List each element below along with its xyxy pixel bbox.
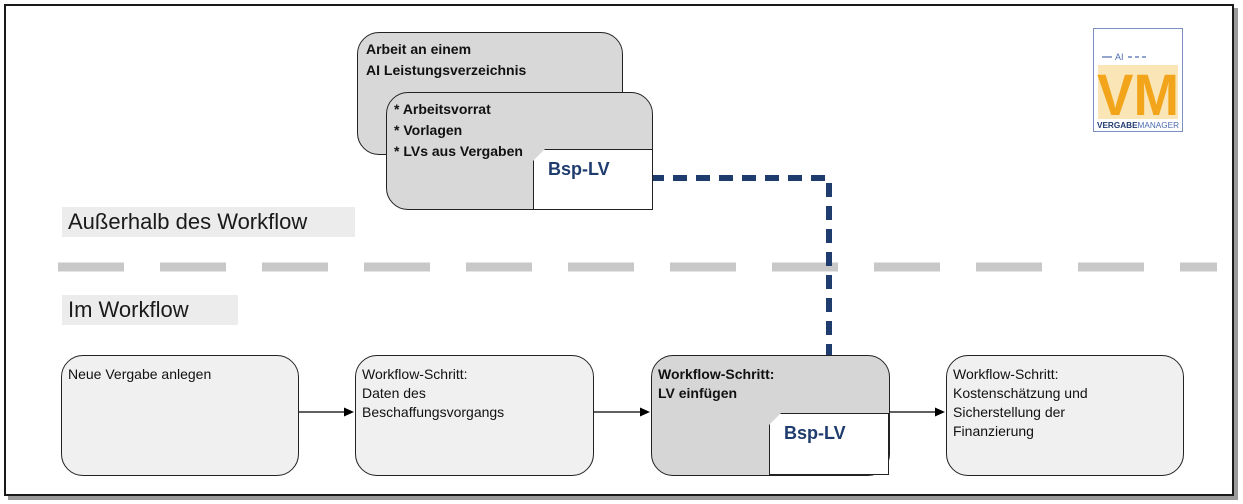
logo-wordmark-vergabe: VERGABE	[1097, 121, 1138, 130]
step-cost-estimate-text: Workflow-Schritt: Kostenschätzung und Si…	[953, 366, 1088, 439]
bsp-lv-label-top: Bsp-LV	[548, 159, 610, 179]
step-new-award-text: Neue Vergabe anlegen	[68, 366, 212, 382]
step-new-award[interactable]: Neue Vergabe anlegen	[61, 355, 299, 476]
svg-text:VERGABEMANAGER: VERGABEMANAGER	[1097, 121, 1179, 130]
label-outside-workflow: Außerhalb des Workflow	[62, 207, 355, 237]
bsp-lv-document-top[interactable]: Bsp-LV	[533, 149, 653, 210]
vm-logo-mark: AI VM VERGABEMANAGER	[1097, 52, 1179, 130]
label-in-workflow: Im Workflow	[62, 295, 238, 325]
step-procurement-data-text: Workflow-Schritt: Daten des Beschaffungs…	[362, 366, 505, 420]
bsp-lv-label-step: Bsp-LV	[784, 423, 846, 443]
logo-vm-letters: VM	[1097, 63, 1179, 128]
logo-wordmark-manager: MANAGER	[1138, 121, 1180, 130]
logo-ai-text: AI	[1115, 52, 1124, 62]
lv-work-heading: Arbeit an einem AI Leistungsverzeichnis	[366, 41, 527, 78]
dashed-flow-connector	[650, 175, 832, 365]
step-insert-lv-text: Workflow-Schritt: LV einfügen	[658, 366, 775, 401]
step-arrows	[298, 407, 945, 417]
bsp-lv-document-step[interactable]: Bsp-LV	[769, 413, 889, 475]
vergabemanager-logo: AI VM VERGABEMANAGER	[1093, 28, 1183, 132]
lv-source-list: * Arbeitsvorrat * Vorlagen * LVs aus Ver…	[394, 101, 523, 159]
step-procurement-data[interactable]: Workflow-Schritt: Daten des Beschaffungs…	[355, 355, 594, 476]
step-cost-estimate[interactable]: Workflow-Schritt: Kostenschätzung und Si…	[946, 355, 1184, 476]
